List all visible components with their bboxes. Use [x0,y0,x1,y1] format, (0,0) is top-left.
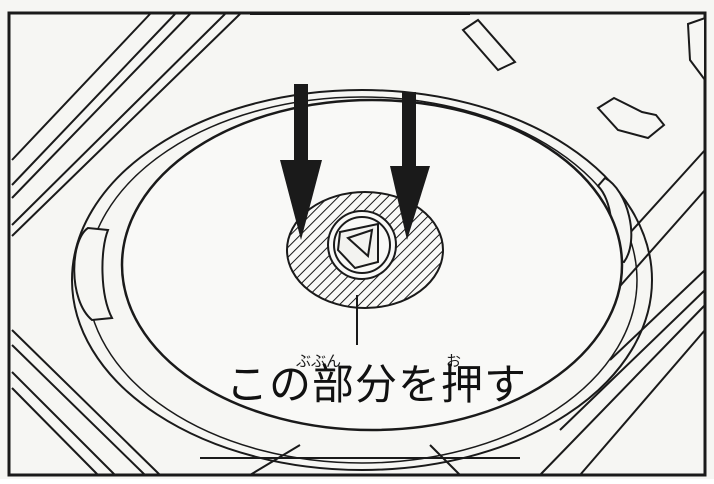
instruction-caption: ぶぶん お この部分を押す [226,334,526,434]
furigana-row: ぶぶん お [226,350,526,370]
left-clip [73,226,114,322]
case-tabs [461,16,706,140]
down-arrow-icon [280,84,322,240]
instruction-text: この部分を押す [226,360,528,409]
furigana-o: お [446,352,462,370]
down-arrow-icon [390,92,430,240]
right-clip [596,176,633,264]
tray-outer-ring [71,89,653,471]
center-hub [327,210,397,280]
furigana-bubun: ぶぶん [296,352,342,370]
tray-rails [11,13,706,476]
